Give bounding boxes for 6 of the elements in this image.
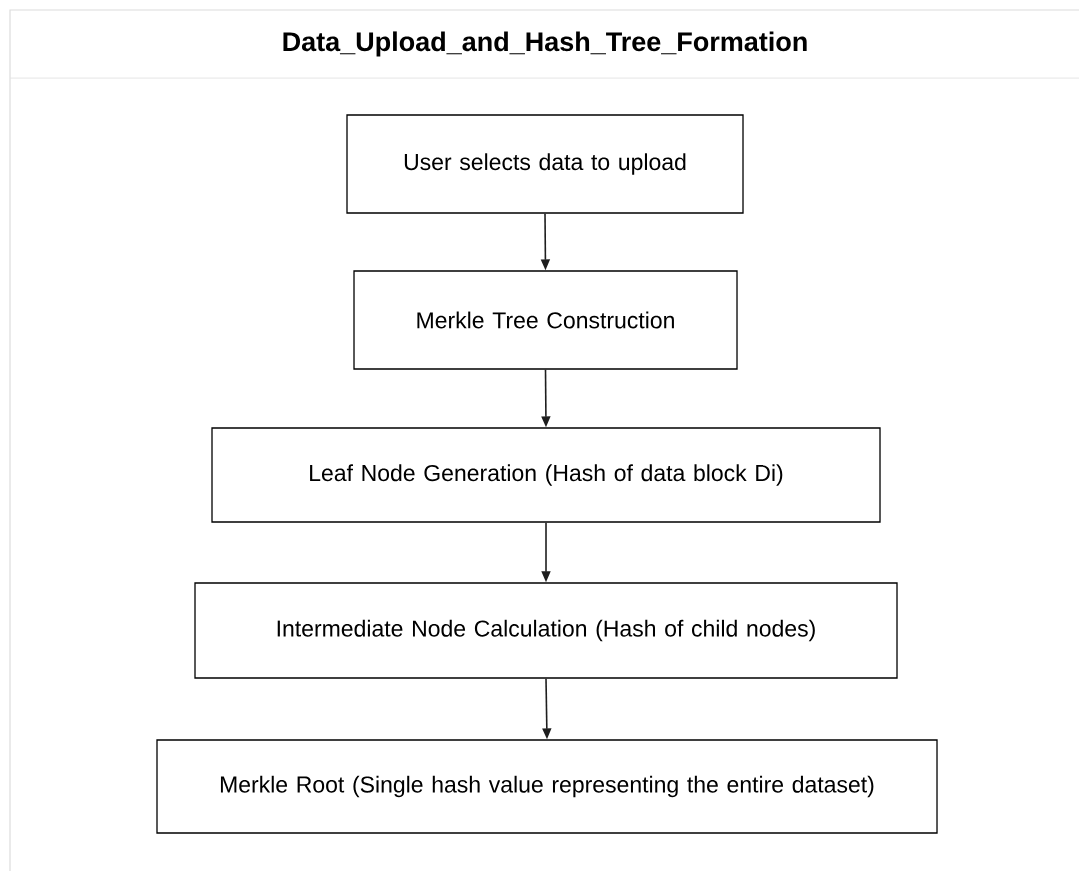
process-box: Leaf Node Generation (Hash of data block Di)	[211, 427, 881, 523]
process-box: User selects data to upload	[346, 114, 744, 214]
title: Data_Upload_and_Hash_Tree_Formation	[283, 31, 807, 57]
process-box: Merkle Root (Single hash value representing the entire dataset)	[156, 739, 938, 834]
process-box: Merkle Tree Construction	[353, 270, 738, 370]
process-box: Intermediate Node Calculation (Hash of child nodes)	[194, 582, 898, 679]
